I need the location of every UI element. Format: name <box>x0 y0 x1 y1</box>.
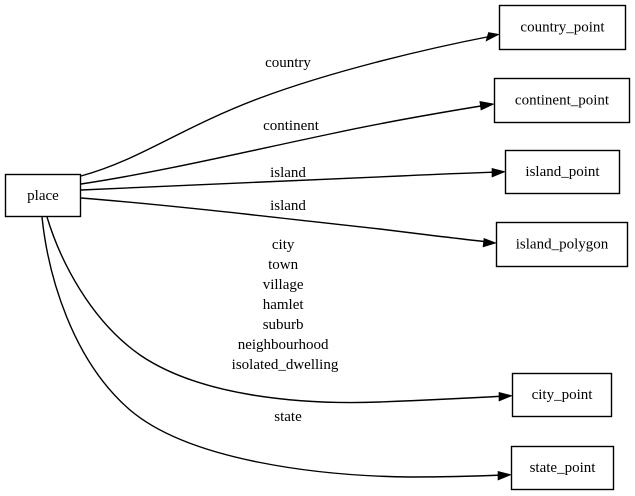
edge-label-island-point: island <box>270 165 306 181</box>
edge-label-city-line-6: neighbourhood <box>238 337 329 353</box>
edge-path-island-polygon <box>80 197 490 243</box>
node-box-island-point <box>504 149 621 195</box>
node-box-continent-point <box>493 77 631 124</box>
node-state-point[interactable]: state_point <box>510 445 615 491</box>
node-place[interactable]: place <box>4 173 82 218</box>
edge-place-to-island-polygon[interactable] <box>80 197 497 248</box>
edge-path-country <box>80 35 493 177</box>
node-box-country-point <box>498 4 627 51</box>
node-country-point[interactable]: country_point <box>498 4 627 51</box>
edge-label-city-line-1: city <box>272 237 295 253</box>
edge-place-to-state-point[interactable] <box>41 216 512 481</box>
arrowhead-island-polygon <box>482 237 497 248</box>
node-island-polygon[interactable]: island_polygon <box>495 221 629 268</box>
edge-path-city <box>46 216 506 404</box>
edge-label-state: state <box>274 409 302 425</box>
edge-place-to-island-point[interactable] <box>80 168 506 191</box>
node-label-country-point: country_point <box>520 19 605 35</box>
edge-place-to-city-point[interactable] <box>46 216 513 404</box>
edge-label-country: country <box>265 55 311 71</box>
edge-label-city-line-3: village <box>263 277 304 293</box>
edge-label-island-polygon: island <box>270 198 306 214</box>
edge-group <box>41 32 513 481</box>
node-label-island-point: island_point <box>525 164 600 180</box>
arrowhead-island-point <box>491 168 506 178</box>
edge-path-island-point <box>80 171 499 191</box>
node-label-state-point: state_point <box>530 460 597 476</box>
edge-label-city-line-7: isolated_dwelling <box>232 357 339 373</box>
node-box-island-polygon <box>495 221 629 268</box>
node-box-state-point <box>510 445 615 491</box>
edge-label-city-line-5: suburb <box>263 317 304 333</box>
edge-label-city-line-2: town <box>268 257 299 273</box>
node-label-continent-point: continent_point <box>515 92 610 108</box>
arrowhead-city <box>498 392 513 402</box>
node-label-city-point: city_point <box>532 387 594 403</box>
edge-place-to-continent-point[interactable] <box>80 101 495 185</box>
arrowhead-state <box>497 471 512 481</box>
node-box-place <box>4 173 82 218</box>
node-label-place: place <box>27 188 59 204</box>
edge-label-group: country continent island island city tow… <box>232 55 339 425</box>
node-box-city-point <box>511 372 613 418</box>
arrowhead-continent <box>479 101 495 111</box>
node-label-island-polygon: island_polygon <box>516 236 609 252</box>
edge-path-continent <box>80 104 488 185</box>
edge-path-state <box>41 216 505 478</box>
edge-label-city-line-4: hamlet <box>263 297 305 313</box>
edge-place-to-country-point[interactable] <box>80 32 500 177</box>
edge-label-city-multiline: city town village hamlet suburb neighbou… <box>232 237 339 373</box>
node-city-point[interactable]: city_point <box>511 372 613 418</box>
node-continent-point[interactable]: continent_point <box>493 77 631 124</box>
arrowhead-country <box>485 32 500 42</box>
edge-label-continent: continent <box>263 118 320 134</box>
node-island-point[interactable]: island_point <box>504 149 621 195</box>
node-group: place country_point continent_point isla… <box>4 4 631 491</box>
